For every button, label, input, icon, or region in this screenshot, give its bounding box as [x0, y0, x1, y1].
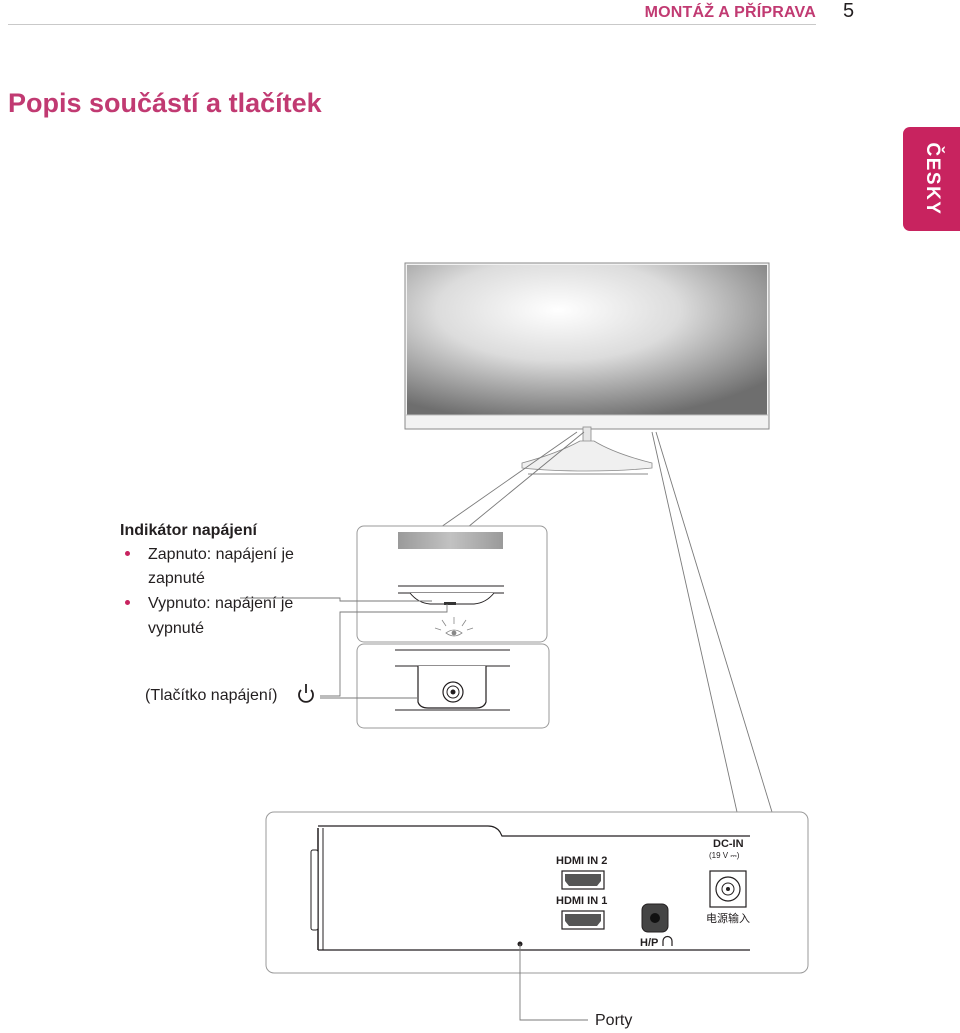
chinese-power-label: 电源输入 [706, 913, 750, 925]
monitor [404, 262, 770, 475]
page-number: 5 [843, 0, 855, 22]
ports-panel [265, 811, 809, 974]
bullet-dot [125, 551, 130, 556]
ports-callout [517, 941, 588, 1021]
page-title: Popis součástí a tlačítek [8, 88, 322, 118]
headphone-jack [641, 903, 669, 933]
zoom-lines [440, 431, 773, 813]
callout-lines [240, 597, 448, 699]
power-indicator-title: Indikátor napájení [120, 522, 257, 539]
power-indicator-detail [356, 525, 548, 643]
power-off-text-cont: vypnuté [148, 620, 205, 637]
bullet-dot [125, 600, 130, 605]
header-divider [8, 24, 816, 25]
power-on-text: Zapnuto: napájení je [148, 546, 294, 563]
headphone-label: H/P [640, 937, 659, 949]
power-button-detail [356, 643, 550, 729]
hdmi-in-2-label: HDMI IN 2 [556, 855, 608, 867]
led-light-icon [434, 617, 474, 637]
power-icon [298, 684, 314, 703]
headphone-icon [662, 935, 673, 946]
dc-in-port [709, 870, 747, 908]
power-off-text: Vypnuto: napájení je [148, 595, 294, 612]
power-on-text-cont: zapnuté [148, 570, 205, 587]
ports-label: Porty [595, 1012, 633, 1029]
dc-voltage-label: (19 V ⎓) [709, 851, 740, 860]
power-button-label: (Tlačítko napájení) [145, 687, 278, 704]
dc-in-label: DC-IN [713, 838, 744, 850]
hdmi-in-1-port [561, 910, 605, 930]
section-header: MONTÁŽ A PŘÍPRAVA [644, 4, 816, 21]
hdmi-in-2-port [561, 870, 605, 890]
language-tab: ČESKY [903, 127, 960, 231]
hdmi-in-1-label: HDMI IN 1 [556, 895, 608, 907]
